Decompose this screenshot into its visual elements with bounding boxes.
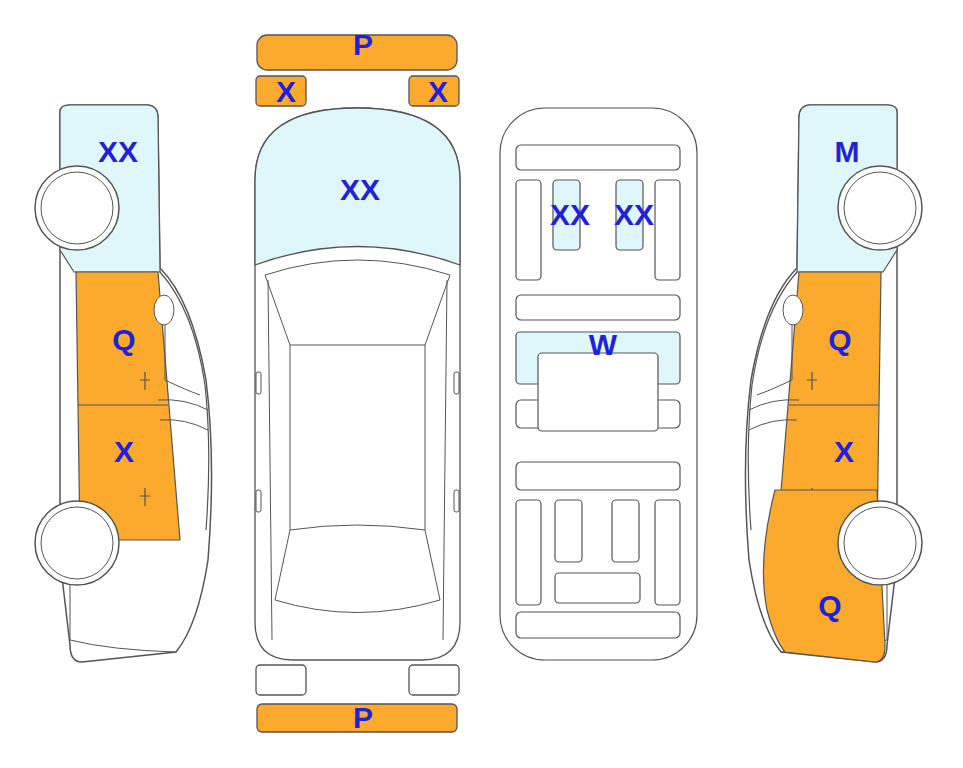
damage-code: P <box>353 30 373 60</box>
damage-code: X <box>114 437 134 467</box>
hood <box>255 108 460 265</box>
damage-code: X <box>276 77 296 107</box>
damage-code: Q <box>112 325 135 355</box>
damage-code: Q <box>818 591 841 621</box>
rear-bumper <box>257 704 457 732</box>
right-side-view <box>745 105 922 662</box>
top-view <box>255 35 460 732</box>
damage-code: XX <box>550 200 590 230</box>
left-side-view <box>35 105 212 662</box>
damage-code: XX <box>340 175 380 205</box>
damage-code: X <box>428 77 448 107</box>
damage-code: XX <box>614 200 654 230</box>
damage-code: XX <box>98 137 138 167</box>
underside-view <box>500 108 697 660</box>
damage-code: W <box>589 330 617 360</box>
headlight <box>409 76 459 106</box>
damage-code: M <box>835 137 860 167</box>
damage-code: Q <box>828 325 851 355</box>
damage-code: X <box>834 437 854 467</box>
damage-code: P <box>353 703 373 733</box>
headlight <box>256 76 306 106</box>
